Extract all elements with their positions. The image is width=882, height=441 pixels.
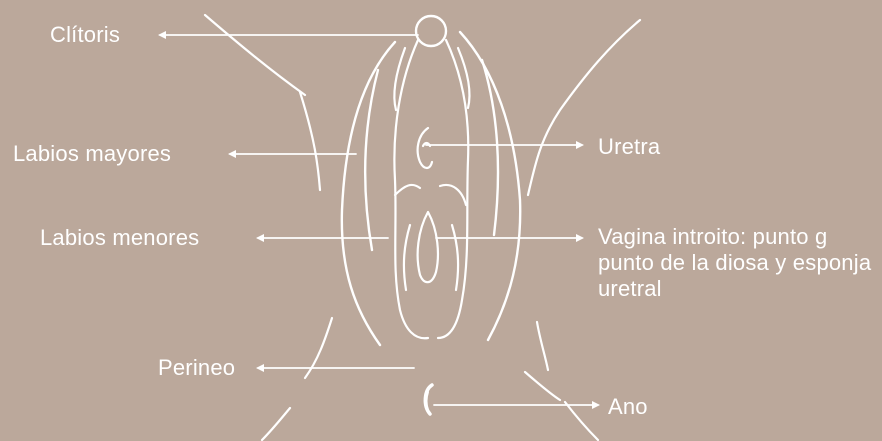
label-clitoris: Clítoris bbox=[50, 22, 120, 48]
label-labios-mayores: Labios mayores bbox=[13, 141, 171, 167]
pointer-lines bbox=[160, 35, 598, 405]
label-vagina: Vagina introito: punto g punto de la dio… bbox=[598, 224, 882, 302]
label-perineo: Perineo bbox=[158, 355, 235, 381]
clitoris-shape bbox=[416, 16, 446, 46]
labia-minora bbox=[394, 40, 469, 338]
label-labios-menores: Labios menores bbox=[40, 225, 199, 251]
labia-majora bbox=[342, 32, 520, 345]
label-ano: Ano bbox=[608, 394, 648, 420]
label-uretra: Uretra bbox=[598, 134, 660, 160]
anus-shape bbox=[425, 385, 432, 414]
vaginal-introitus-shape bbox=[404, 212, 458, 290]
urethra-shape bbox=[418, 128, 432, 168]
